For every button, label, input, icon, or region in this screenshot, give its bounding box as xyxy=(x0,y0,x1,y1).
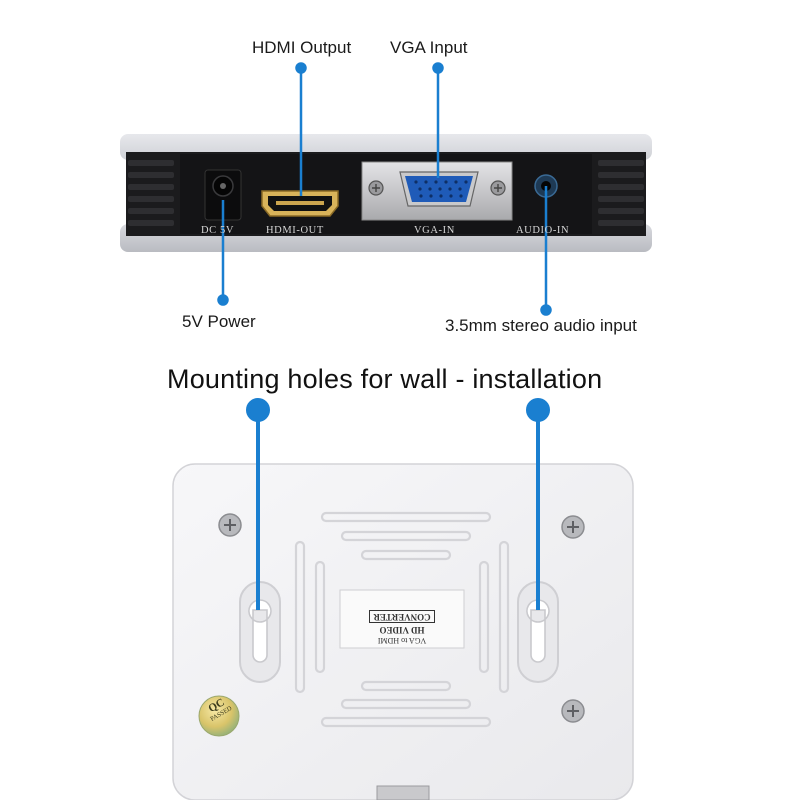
hdmi-output-callout: HDMI Output xyxy=(252,38,352,57)
dc-port-label: DC 5V xyxy=(201,225,235,236)
sticker-line-1: CONVERTER xyxy=(369,610,435,623)
vga-input-callout: VGA Input xyxy=(390,38,468,57)
mounting-hole-left xyxy=(239,581,281,683)
audio-input-callout: 3.5mm stereo audio input xyxy=(445,316,637,335)
dc-power-jack xyxy=(204,169,242,221)
sticker-line-3: VGA to HDMI xyxy=(377,636,427,645)
hdmi-port xyxy=(261,190,339,217)
product-label-sticker xyxy=(339,589,465,649)
power-callout: 5V Power xyxy=(182,312,256,331)
hdmi-port-label: HDMI-OUT xyxy=(266,225,324,236)
sticker-line-2: HD VIDEO xyxy=(379,625,425,635)
leader-lines-top xyxy=(217,62,552,316)
converter-back-panel xyxy=(120,134,652,252)
mounting-holes-title: Mounting holes for wall - installation xyxy=(167,364,603,394)
leader-lines-bottom xyxy=(246,398,550,610)
vent-left xyxy=(128,160,174,226)
qc-passed-sticker xyxy=(198,695,240,737)
vent-right xyxy=(598,160,644,226)
sticker-text: VGA to HDMI HD VIDEO CONVERTER xyxy=(342,610,462,646)
vga-port-label: VGA-IN xyxy=(414,225,455,236)
screws xyxy=(218,513,585,723)
converter-underside xyxy=(172,463,634,800)
audio-port-label: AUDIO-IN xyxy=(516,225,570,236)
mounting-hole-right xyxy=(517,581,559,683)
